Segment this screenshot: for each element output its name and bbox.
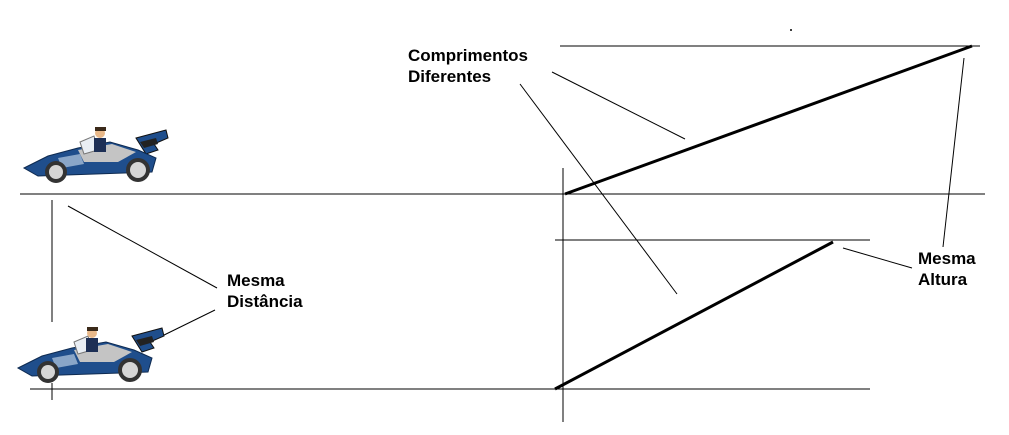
race-car-top [22, 127, 169, 183]
pointer-comprimentos-2 [519, 83, 678, 295]
pointer-distancia-2 [157, 309, 216, 339]
mesma-distancia-label: Mesma Distância [227, 270, 303, 312]
mesma-altura-line1: Mesma [918, 249, 976, 268]
mesma-altura-line2: Altura [918, 270, 968, 289]
long-ramp [564, 44, 973, 196]
stray-dot [790, 29, 792, 31]
mesma-altura-label: Mesma Altura [918, 248, 976, 290]
pointer-altura-2 [842, 247, 913, 269]
mesma-distancia-line1: Mesma [227, 271, 285, 290]
comprimentos-line2: Diferentes [408, 67, 492, 86]
pointer-comprimentos-1 [551, 71, 686, 140]
comprimentos-line1: Comprimentos [408, 46, 528, 65]
comprimentos-diferentes-label: Comprimentos Diferentes [408, 45, 528, 87]
short-ramp [554, 240, 834, 391]
pointer-distancia-1 [67, 205, 218, 289]
race-car-bottom [16, 327, 165, 383]
pointer-altura-1 [942, 57, 965, 248]
mesma-distancia-line2: Distância [227, 292, 303, 311]
